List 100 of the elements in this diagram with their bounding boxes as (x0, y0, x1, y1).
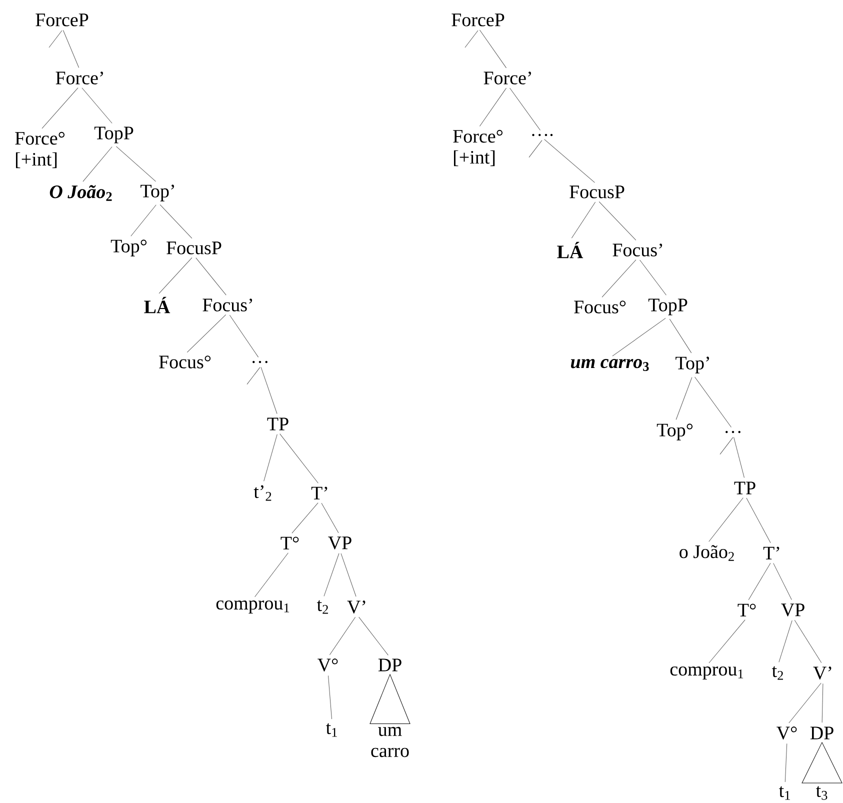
branch-line (196, 258, 226, 296)
branch-line (720, 437, 734, 455)
branch-line (48, 30, 62, 48)
branch-line (571, 202, 596, 238)
tree-label: comprou$_{1}$ (670, 666, 744, 680)
tree-label: V° (318, 658, 338, 672)
branch-line (612, 318, 666, 356)
branch-line (82, 146, 112, 182)
branch-line (464, 30, 478, 48)
branch-line (116, 146, 156, 182)
branch-line (358, 616, 388, 656)
tree-label: Focus° (159, 356, 211, 368)
branch-line (479, 88, 507, 126)
branch-line (748, 562, 771, 600)
branch-line (788, 682, 822, 724)
tree-label: ForceP (452, 14, 504, 26)
tree-label: t’$_{2}$ (254, 485, 272, 501)
branch-line (479, 30, 507, 68)
tree-label: t$_{2}$ (316, 600, 328, 614)
branch-line (510, 88, 540, 130)
tree-label: t$_{1}$ (326, 723, 337, 737)
tree-label: V° (776, 726, 797, 740)
tree-label: VP (328, 536, 352, 550)
tree-label: FocusP (570, 186, 624, 198)
tree-label: comprou$_{1}$ (216, 600, 290, 614)
branch-line (773, 562, 792, 600)
branch-line (598, 201, 636, 240)
triangle-symbol (370, 674, 410, 724)
tree-label: …. (532, 134, 553, 136)
tree-label: O João$_{2}$ (50, 185, 112, 201)
branch-line (778, 620, 792, 662)
branch-line (784, 743, 788, 782)
tree-label: Force’ (484, 72, 531, 84)
branch-line (602, 260, 636, 298)
branch-line (340, 553, 356, 597)
tree-label: T’ (763, 546, 780, 560)
branch-line (264, 434, 278, 482)
tree-label: T’ (311, 486, 328, 500)
tree-label: TopP (94, 126, 134, 144)
tree-label: Top’ (676, 356, 709, 374)
tree-label: LÁ (557, 242, 584, 258)
tree-label: t$_{3}$ (816, 786, 828, 800)
branch-line (254, 552, 288, 598)
tree-label: Top’ (140, 184, 174, 202)
tree-label: Force° [+int] (15, 132, 64, 168)
branch-line (42, 88, 78, 129)
tree-label: TP (734, 482, 756, 494)
branch-line (734, 436, 744, 478)
tree-label: TP (267, 418, 288, 430)
tree-label: LÁ (144, 296, 170, 314)
tree-label: Focus’ (202, 298, 252, 312)
branch-line (160, 204, 192, 239)
branch-line (669, 318, 692, 354)
tree-label: … (726, 430, 740, 434)
branch-line (794, 620, 822, 664)
tree-label: Top° (656, 424, 693, 440)
branch-line (708, 498, 744, 542)
branch-line (822, 683, 824, 723)
tree-label: Top° (110, 240, 147, 256)
branch-line (158, 257, 192, 294)
tree-label: um carro (371, 726, 409, 758)
tree-label: V’ (813, 666, 832, 680)
branch-line (694, 376, 732, 428)
tree-label: VP (781, 604, 804, 616)
branch-line (640, 260, 666, 296)
branch-line (328, 675, 332, 720)
tree-label: V’ (347, 600, 366, 614)
branch-line (544, 139, 595, 183)
tree-label: Focus’ (612, 244, 662, 256)
branch-line (292, 502, 318, 534)
tree-label: t$_{1}$ (778, 786, 790, 800)
branch-line (329, 616, 356, 656)
branch-line (280, 434, 318, 484)
branch-line (324, 553, 340, 596)
tree-label: … (252, 360, 268, 364)
tree-label: Focus° (574, 300, 626, 314)
tree-label: FocusP (166, 242, 222, 254)
branch-line (746, 498, 771, 544)
tree-label: ForceP (36, 14, 88, 26)
tree-label: o João$_{2}$ (680, 545, 734, 561)
branch-line (186, 314, 226, 353)
branch-line (260, 366, 278, 414)
tree-label: T° (280, 536, 299, 550)
tree-label: TopP (648, 298, 688, 316)
branch-line (229, 314, 259, 358)
branch-line (82, 88, 112, 124)
triangle-symbol (802, 742, 842, 784)
tree-label: um carro$_{3}$ (570, 359, 649, 371)
tree-label: DP (810, 726, 834, 740)
branch-line (528, 140, 542, 158)
tree-label: Force° [+int] (453, 130, 502, 166)
tree-label: t$_{2}$ (772, 666, 783, 680)
branch-line (708, 620, 746, 664)
branch-line (246, 367, 260, 385)
tree-label: DP (378, 658, 402, 672)
branch-line (676, 377, 692, 420)
tree-label: Force’ (56, 72, 103, 84)
branch-line (321, 502, 339, 534)
branch-line (62, 30, 80, 68)
branch-line (130, 204, 156, 236)
